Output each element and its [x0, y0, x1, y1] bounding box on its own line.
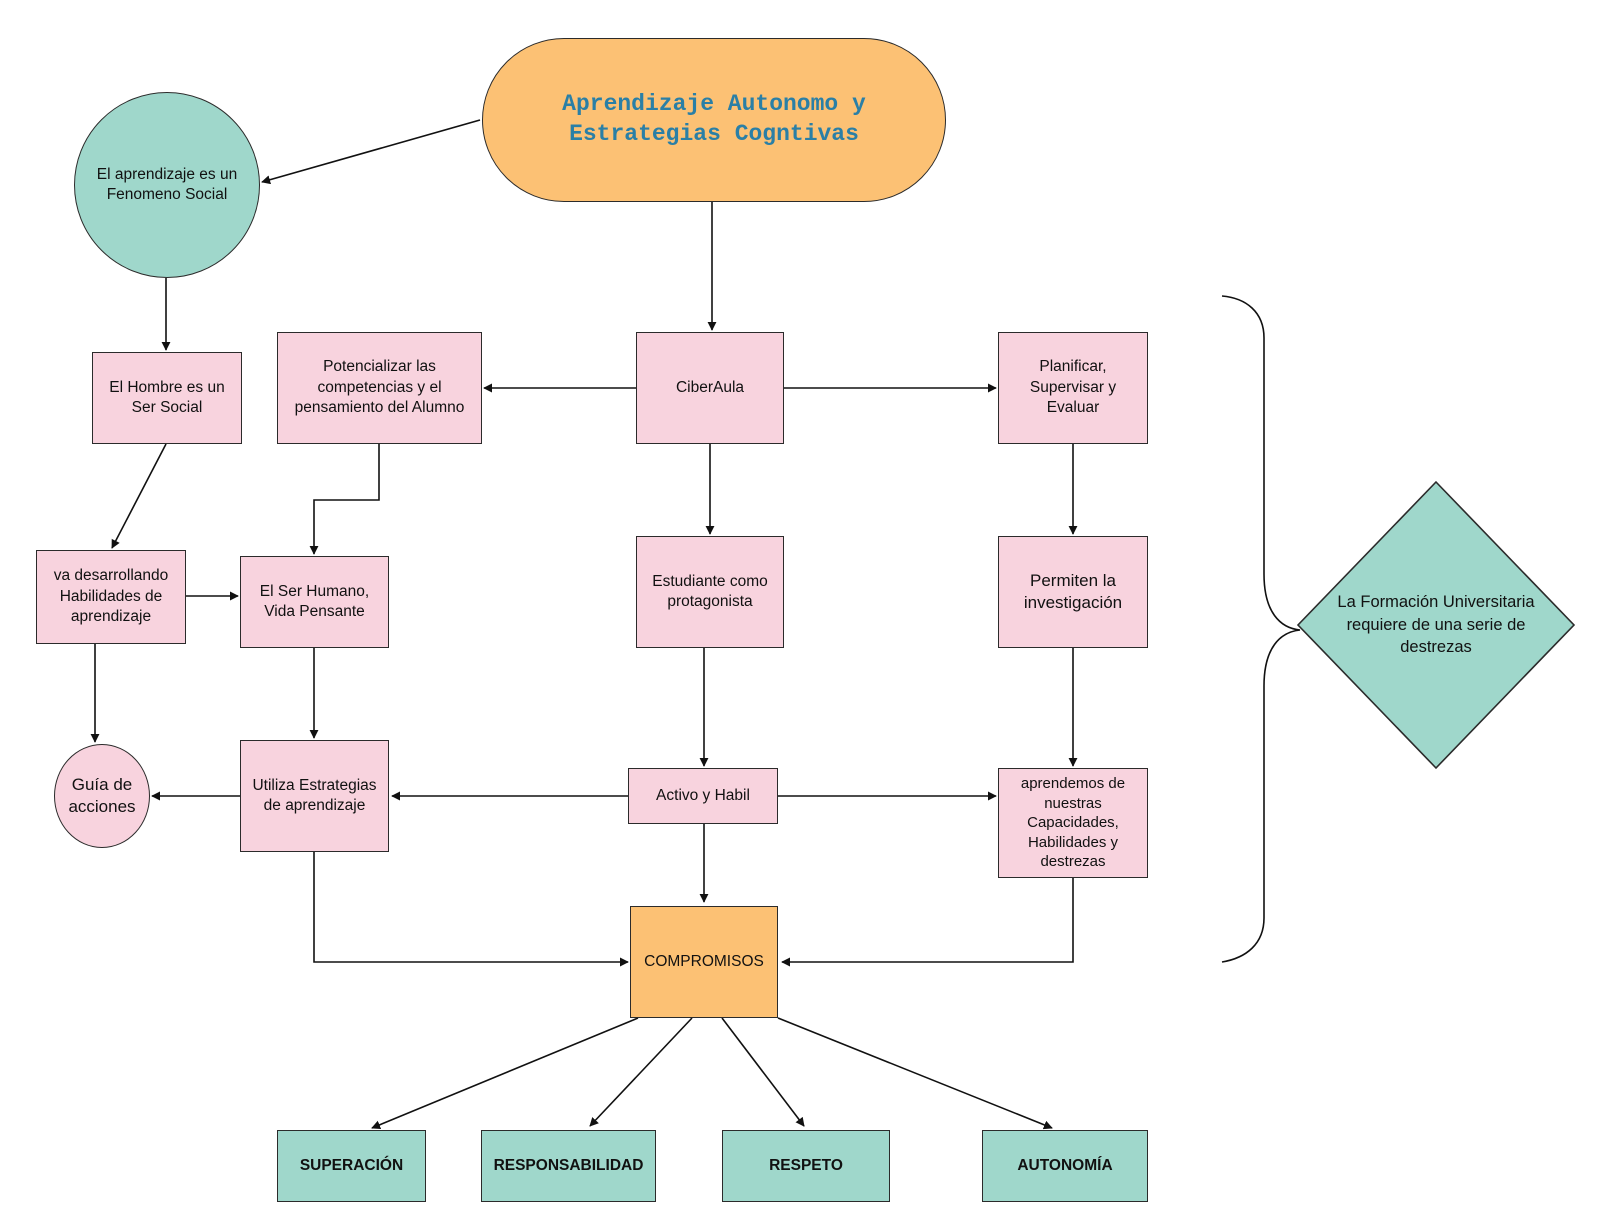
- node-student: Estudiante como protagonista: [636, 536, 784, 648]
- arrow-title-to-social: [261, 119, 481, 185]
- main-title: Aprendizaje Autonomo y Estrategias Cognt…: [482, 38, 946, 202]
- node-commitments: COMPROMISOS: [630, 906, 778, 1018]
- university-text: La Formación Universitaria requiere de u…: [1337, 592, 1535, 657]
- node-research: Permiten la investigación: [998, 536, 1148, 648]
- arrow-learn-to-commitments: [781, 878, 1074, 967]
- node-ciberaula: CiberAula: [636, 332, 784, 444]
- node-guide: Guía de acciones: [54, 744, 150, 848]
- node-strategies: Utiliza Estrategias de aprendizaje: [240, 740, 389, 852]
- university-diamond: [1296, 480, 1576, 770]
- arrow-commitments-to-autonomia: [777, 1017, 1053, 1130]
- node-man-social: El Hombre es un Ser Social: [92, 352, 242, 444]
- arrow-man-to-skills: [111, 443, 167, 549]
- value-autonomia: AUTONOMÍA: [982, 1130, 1148, 1202]
- arrow-commitments-to-superacion: [371, 1017, 639, 1130]
- value-responsabilidad: RESPONSABILIDAD: [481, 1130, 656, 1202]
- node-social-phenomenon: El aprendizaje es un Fenomeno Social: [74, 92, 260, 278]
- value-superacion: SUPERACIÓN: [277, 1130, 426, 1202]
- node-learn-capacities: aprendemos de nuestras Capacidades, Habi…: [998, 768, 1148, 878]
- value-respeto: RESPETO: [722, 1130, 890, 1202]
- arrow-potentiate-to-human: [309, 444, 380, 555]
- arrow-strategies-to-commitments: [313, 852, 629, 967]
- node-active: Activo y Habil: [628, 768, 778, 824]
- node-human-being: El Ser Humano, Vida Pensante: [240, 556, 389, 648]
- arrow-commitments-to-responsabilidad: [589, 1017, 693, 1127]
- node-develops-skills: va desarrollando Habilidades de aprendiz…: [36, 550, 186, 644]
- node-plan: Planificar, Supervisar y Evaluar: [998, 332, 1148, 444]
- brace: [1221, 295, 1301, 963]
- node-potentiate: Potencializar las competencias y el pens…: [277, 332, 482, 444]
- arrow-commitments-to-respeto: [721, 1017, 805, 1127]
